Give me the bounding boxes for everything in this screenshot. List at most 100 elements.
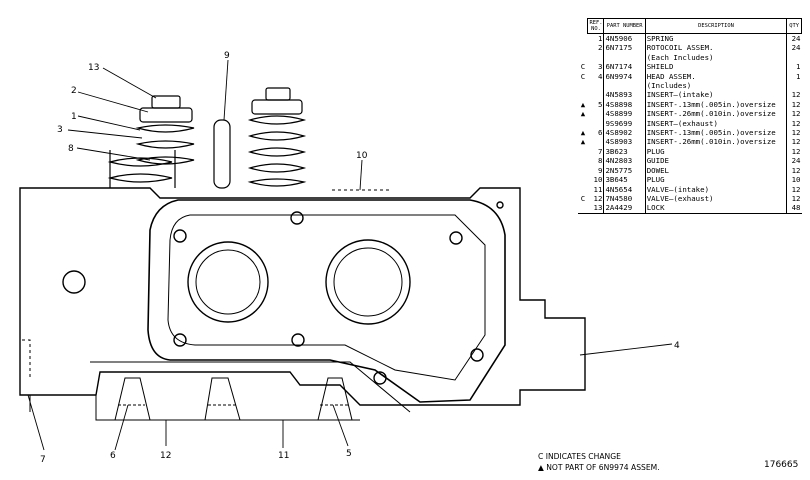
exhaust-port-inner [333, 247, 403, 317]
table-row: (Each Includes) [578, 52, 802, 63]
bolt-hole [470, 348, 484, 362]
row-marker: ▲ [580, 137, 586, 147]
head-inner-line [90, 361, 411, 413]
leader-lines [27, 59, 673, 451]
row-ref: 3 [587, 62, 605, 72]
callout-10: 10 [356, 151, 368, 161]
header-description: DESCRIPTION [644, 18, 788, 34]
side-bore [62, 270, 86, 294]
row-qty: 48 [786, 203, 802, 214]
callout-4: 4 [674, 341, 680, 351]
row-ref [587, 137, 605, 147]
row-description: DOWEL [645, 165, 788, 176]
row-marker: C [580, 71, 586, 81]
row-part-number: 4S8899 [603, 109, 646, 119]
dowel [213, 119, 231, 189]
row-description: HEAD ASSEM. [645, 71, 788, 82]
row-marker: ▲ [580, 99, 586, 109]
row-qty: 24 [791, 43, 801, 53]
row-marker: ▲ [580, 109, 586, 119]
bolt-hole [290, 211, 304, 225]
row-ref: 13 [587, 203, 605, 214]
bolt-hole [291, 333, 305, 347]
row-qty: 12 [791, 165, 801, 175]
row-qty [787, 81, 802, 90]
row-ref [587, 81, 605, 91]
port-flange [147, 199, 506, 403]
row-ref: 11 [587, 184, 605, 194]
row-qty: 24 [791, 34, 801, 43]
row-qty: 12 [791, 193, 801, 203]
row-part-number: 3B645 [603, 175, 646, 185]
row-part-number: 4N5893 [603, 90, 646, 100]
header-ref: REF. NO. [587, 18, 605, 34]
row-marker [578, 34, 588, 44]
row-description: INSERT—(intake) [645, 90, 788, 100]
callout-6: 6 [110, 451, 116, 461]
row-ref: 8 [587, 156, 605, 166]
row-description: LOCK [645, 203, 788, 214]
row-marker [578, 53, 588, 62]
row-description: INSERT-.13mm(.005in.)oversize [645, 128, 788, 138]
row-qty: 1 [796, 62, 801, 72]
row-ref [587, 118, 605, 129]
row-marker [578, 119, 588, 128]
row-marker [578, 81, 588, 90]
callout-11: 11 [278, 451, 289, 461]
row-marker [578, 175, 588, 184]
row-part-number [603, 52, 646, 63]
callout-1: 1 [71, 112, 77, 122]
row-description: GUIDE [645, 156, 788, 166]
figure-number: 176665 [764, 460, 799, 470]
row-qty: 12 [791, 146, 801, 156]
head-body-outline [19, 187, 586, 406]
row-qty: 12 [791, 118, 801, 128]
row-marker [578, 203, 588, 214]
callout-13: 13 [88, 63, 99, 73]
row-marker [578, 147, 588, 156]
row-marker: C [580, 62, 586, 72]
row-part-number: 9S9699 [603, 118, 646, 129]
row-part-number: 6N7175 [603, 43, 646, 53]
row-part-number: 4S8898 [603, 99, 646, 110]
hidden-lines [22, 189, 390, 380]
callout-5: 5 [346, 449, 352, 459]
row-qty: 1 [796, 71, 801, 81]
bolt-hole [449, 231, 463, 245]
parts-table-header: REF. NO. PART NUMBER DESCRIPTION QTY [578, 18, 802, 34]
row-description: PLUG [645, 175, 788, 185]
callout-9: 9 [224, 51, 230, 61]
row-part-number: 3B623 [603, 146, 646, 157]
row-part-number: 2A4429 [603, 203, 646, 214]
row-part-number: 4S8902 [603, 128, 646, 138]
row-description: SPRING [645, 33, 788, 44]
row-part-number: 2N5775 [603, 165, 646, 176]
row-description: SHIELD [645, 62, 788, 72]
row-part-number: 4S8903 [603, 137, 646, 147]
port-flange-inner [167, 214, 486, 381]
intake-port-inner [195, 249, 261, 315]
row-description: INSERT-.26mm(.010in.)oversize [645, 109, 788, 119]
row-marker: C [580, 193, 586, 203]
callout-12: 12 [160, 451, 171, 461]
row-marker [578, 166, 588, 175]
head-lower-rail [29, 395, 360, 421]
row-ref [587, 52, 605, 63]
row-qty: 12 [791, 137, 801, 147]
row-marker [578, 43, 588, 52]
callout-3: 3 [57, 125, 63, 135]
